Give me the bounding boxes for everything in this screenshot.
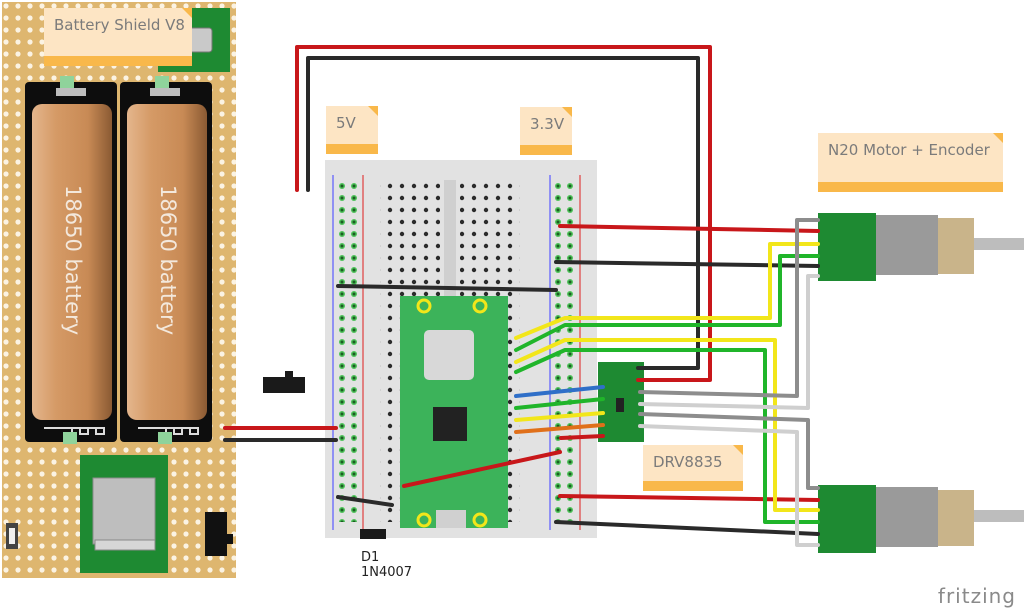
wire-pico-vsys [402,450,562,488]
note-battery-shield: Battery Shield V8 [44,8,192,66]
wire-drv-in3 [514,411,605,422]
wire-pico-gnd [336,495,394,507]
wire-motor1-m1 [638,218,820,398]
push-button [6,523,18,549]
wire-drv-in4 [514,423,605,434]
diode-part-label: 1N4007 [361,565,413,580]
note-driver: DRV8835 [643,445,743,491]
power-switch [263,371,305,393]
wire-motor2-m1 [638,412,820,490]
wire-enc2-b [514,348,820,524]
wire-rail-gnd-bridge [336,284,558,292]
note-text: DRV8835 [653,453,723,471]
wire-drv-in1 [514,385,605,398]
wire-drv-vm [559,434,605,440]
wire-motor2-gnd [554,520,820,536]
note-5v: 5V [326,106,378,154]
note-text: Battery Shield V8 [54,16,185,34]
fritzing-logo: fritzing [937,584,1016,608]
diode-ref-label: D1 [361,550,380,565]
wire-enc1-b [514,254,820,352]
note-text: 5V [336,114,356,132]
wire-motor2-m2 [638,424,820,547]
slide-switch-perfboard [205,512,233,556]
wire-motor2-vcc [558,494,820,502]
battery-label-left: 18650 battery [61,185,85,336]
wire-enc2-a [514,338,820,512]
battery-label-right: 18650 battery [156,185,180,336]
usb-a-module [80,455,168,573]
wire-5v-red [295,45,712,382]
note-text: N20 Motor + Encoder [828,141,990,159]
pico-2w-board [400,296,508,528]
wire-drv-in2 [514,397,605,410]
wire-motor1-m2 [638,274,820,410]
wire-gnd-black [306,56,700,370]
battery-holder-left [25,76,117,444]
wire-motor1-gnd [554,260,820,268]
wires [223,45,820,547]
diode-1n4007 [360,529,386,539]
drv8835-board [598,362,644,442]
motor-top [818,213,1024,281]
battery-holder-right [120,76,212,444]
motor-bottom [818,485,1024,553]
note-motor: N20 Motor + Encoder [818,133,1003,192]
wire-motor1-vcc [558,224,820,233]
note-3v3: 3.3V [520,107,572,155]
wire-enc1-a [514,242,820,340]
note-text: 3.3V [530,115,565,133]
